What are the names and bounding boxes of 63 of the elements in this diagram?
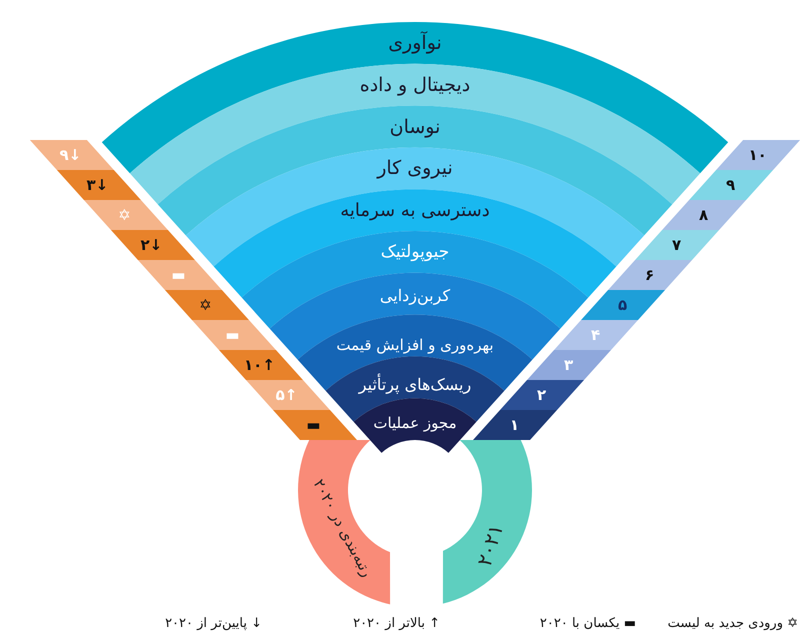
legend-item: ↑ بالاتر از ۲۰۲۰ <box>353 616 440 631</box>
risk-label: نوآوری <box>388 32 442 54</box>
rank-number: ▬ <box>306 416 321 434</box>
risk-band <box>354 398 476 453</box>
rank-cell <box>500 380 584 410</box>
rank-cell <box>689 170 774 200</box>
rank-number: ۴ <box>590 326 600 344</box>
rank-cell <box>554 320 638 350</box>
rank-number: ✡ <box>199 296 212 314</box>
rank-cell <box>527 350 612 380</box>
rank-number: ۲ <box>536 386 546 404</box>
rank-cell <box>473 410 557 440</box>
rank-cell <box>662 200 746 230</box>
rank-cell <box>716 140 800 170</box>
rank-cell <box>273 410 357 440</box>
rank-number: ۱۰↑ <box>244 356 275 374</box>
legend-item: ✡ ورودی جدید به لیست <box>668 616 798 631</box>
rank-cell <box>608 260 692 290</box>
year-ring-segment <box>442 440 532 604</box>
rank-number: ▬ <box>225 326 240 344</box>
rank-cell <box>581 290 666 320</box>
risk-label: ریسک‌های پرتأثیر <box>358 374 472 394</box>
rank-number: ✡ <box>118 206 131 224</box>
rank-cell <box>138 260 222 290</box>
risk-label: جیوپولتیک <box>380 242 450 262</box>
rank-number: ۹↓ <box>60 146 82 164</box>
risk-label: بهره‌وری و افزایش قیمت <box>336 336 494 354</box>
rank-number: ۲↓ <box>140 236 162 254</box>
rank-number: ۳↓ <box>86 176 108 194</box>
risk-label: نوسان <box>390 116 440 138</box>
risk-band <box>242 231 588 329</box>
rank-cell <box>164 290 249 320</box>
rank-cell <box>218 350 303 380</box>
ring-label: رتبه‌بندی در ۲۰۲۰ <box>310 476 376 580</box>
rank-number: ۵ <box>618 296 628 314</box>
rank-number: ۶ <box>644 266 654 284</box>
rank-number: ۸ <box>699 206 708 224</box>
risk-band <box>158 106 672 236</box>
rank-cell <box>30 140 114 170</box>
risk-label: مجوز عملیات <box>373 414 457 432</box>
rank-cell <box>56 170 141 200</box>
rank-cell <box>84 200 168 230</box>
rank-number: ۳ <box>564 356 574 374</box>
risk-band <box>270 272 560 360</box>
risk-label: کربن‌زدایی <box>380 286 450 306</box>
risk-band <box>186 147 644 266</box>
rank-number: ۱۰ <box>748 146 767 164</box>
risk-label: دیجیتال و داده <box>360 74 470 96</box>
risk-label: نیروی کار <box>377 157 453 180</box>
rank-number: ۹ <box>726 176 736 194</box>
legend-item: ▬ یکسان با ۲۰۲۰ <box>540 616 636 631</box>
rank-cell <box>192 320 276 350</box>
legend-item: ↓ پایین‌تر از ۲۰۲۰ <box>165 616 262 631</box>
rank-number: ۵↑ <box>276 386 298 404</box>
rank-cell <box>635 230 720 260</box>
ring-label: ۲۰۲۱ <box>472 520 508 570</box>
rank-cell <box>110 230 195 260</box>
rank-number: ۱ <box>510 416 520 434</box>
year-ring-segment <box>298 440 390 604</box>
rank-number: ۷ <box>672 236 682 254</box>
rank-cell <box>246 380 330 410</box>
rank-number: ▬ <box>171 266 186 284</box>
risk-label: دسترسی به سرمایه <box>340 200 490 221</box>
